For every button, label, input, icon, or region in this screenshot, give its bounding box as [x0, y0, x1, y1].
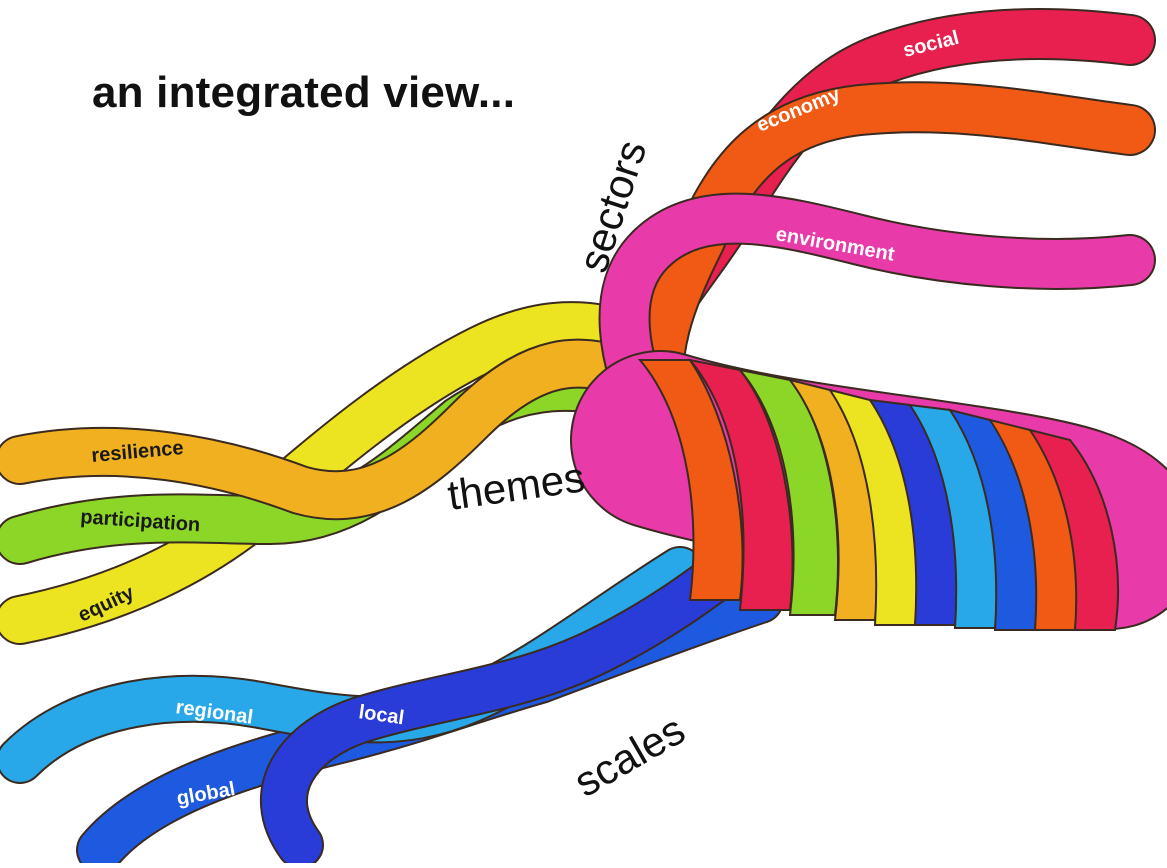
strand-environment	[600, 194, 1154, 464]
combined-rope	[570, 350, 1167, 631]
rope-twists	[637, 358, 1119, 631]
group-label-scales: scales	[566, 706, 693, 806]
diagram-title: an integrated view...	[92, 68, 516, 117]
scales-strands	[0, 536, 784, 868]
group-label-themes: themes	[445, 453, 588, 519]
strand-equity	[0, 303, 663, 643]
strand-resilience	[0, 340, 663, 519]
strand-local	[261, 538, 762, 867]
strand-economy	[633, 83, 1154, 444]
themes-strands	[0, 301, 665, 645]
sectors-strands	[598, 8, 1156, 466]
